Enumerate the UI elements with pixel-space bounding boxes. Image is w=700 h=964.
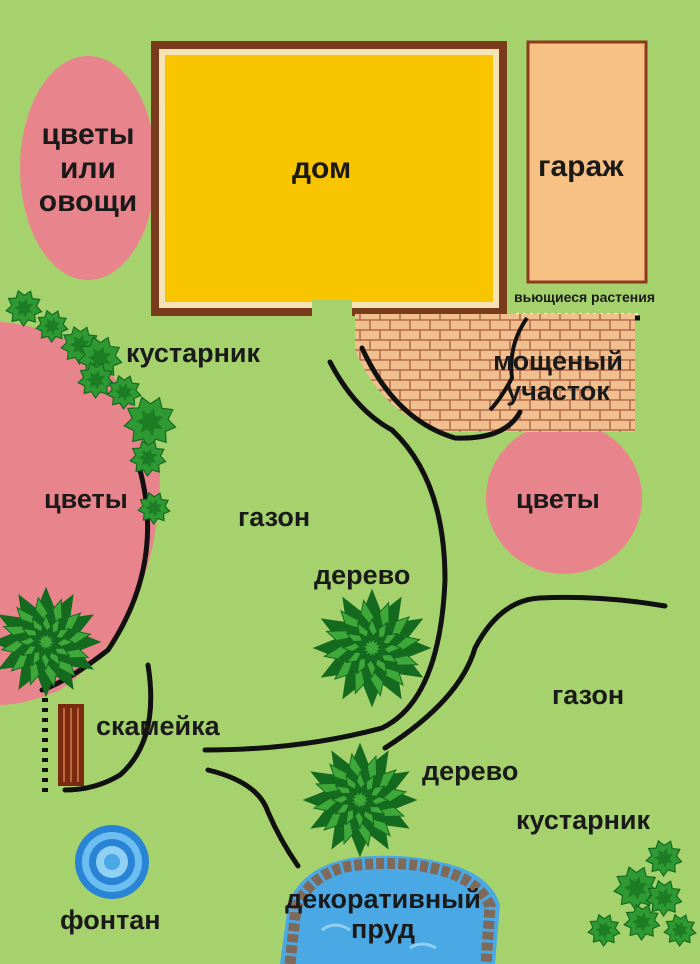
shrub-left-2: [35, 309, 69, 344]
shrub-left-1: [5, 289, 43, 328]
label-line: цветы: [41, 118, 135, 151]
label-paved-area: мощеный участок: [488, 346, 628, 406]
tree-middle: [312, 588, 432, 708]
label-flowers-or-vegetables: цветы или овощи: [26, 118, 150, 219]
tree-bottom: [302, 742, 418, 858]
label-shrub-right: кустарник: [516, 805, 651, 835]
label-pond: декоративный пруд: [258, 884, 508, 944]
label-fountain: фонтан: [60, 905, 161, 935]
path-paving-arc: [359, 345, 523, 441]
label-bench: скамейка: [96, 711, 220, 741]
label-tree-bottom: дерево: [422, 756, 519, 786]
label-line: пруд: [351, 914, 415, 945]
shrub-left-9: [137, 491, 171, 526]
shrub-left-8: [129, 439, 167, 478]
house: [151, 41, 507, 318]
path-bench-arc: [62, 662, 154, 793]
shrub-left-5: [77, 361, 115, 400]
shrub-left-7: [123, 396, 177, 450]
flower-bed-right: [486, 422, 642, 574]
shrub-right-4: [623, 903, 661, 942]
shrub-left-6: [106, 374, 142, 411]
shrub-right-3: [645, 879, 683, 918]
garage: [526, 40, 648, 284]
label-line: декоративный: [285, 884, 481, 914]
pond: [280, 855, 500, 964]
label-line: или: [60, 151, 116, 185]
label-lawn-right: газон: [552, 680, 625, 710]
bench: [42, 698, 84, 792]
path-to-pond: [205, 767, 301, 869]
label-lawn-left: газон: [238, 502, 311, 532]
flower-bed-top-left: [20, 56, 156, 280]
label-flowers-left: цветы: [44, 484, 128, 514]
shrub-right-1: [645, 839, 683, 878]
path-right-lawn: [382, 594, 668, 751]
label-garage: гараж: [538, 150, 624, 183]
label-climbing-plants: вьющиеся растения: [514, 289, 656, 305]
label-flowers-right: цветы: [516, 484, 600, 514]
label-shrub-left: кустарник: [126, 338, 261, 368]
paved-area: [355, 314, 635, 432]
plants-layer: [0, 289, 697, 948]
shrub-right-2: [613, 866, 659, 912]
fountain: [75, 825, 149, 899]
shrub-right-6: [663, 913, 697, 948]
label-house: дом: [292, 152, 352, 185]
tree-left: [0, 586, 102, 698]
label-tree-middle: дерево: [314, 560, 411, 590]
label-line: овощи: [38, 185, 138, 219]
shrub-right-5: [587, 913, 621, 948]
label-line: мощеный: [493, 346, 623, 376]
label-line: участок: [506, 376, 610, 407]
path-centre-arc: [202, 359, 448, 753]
